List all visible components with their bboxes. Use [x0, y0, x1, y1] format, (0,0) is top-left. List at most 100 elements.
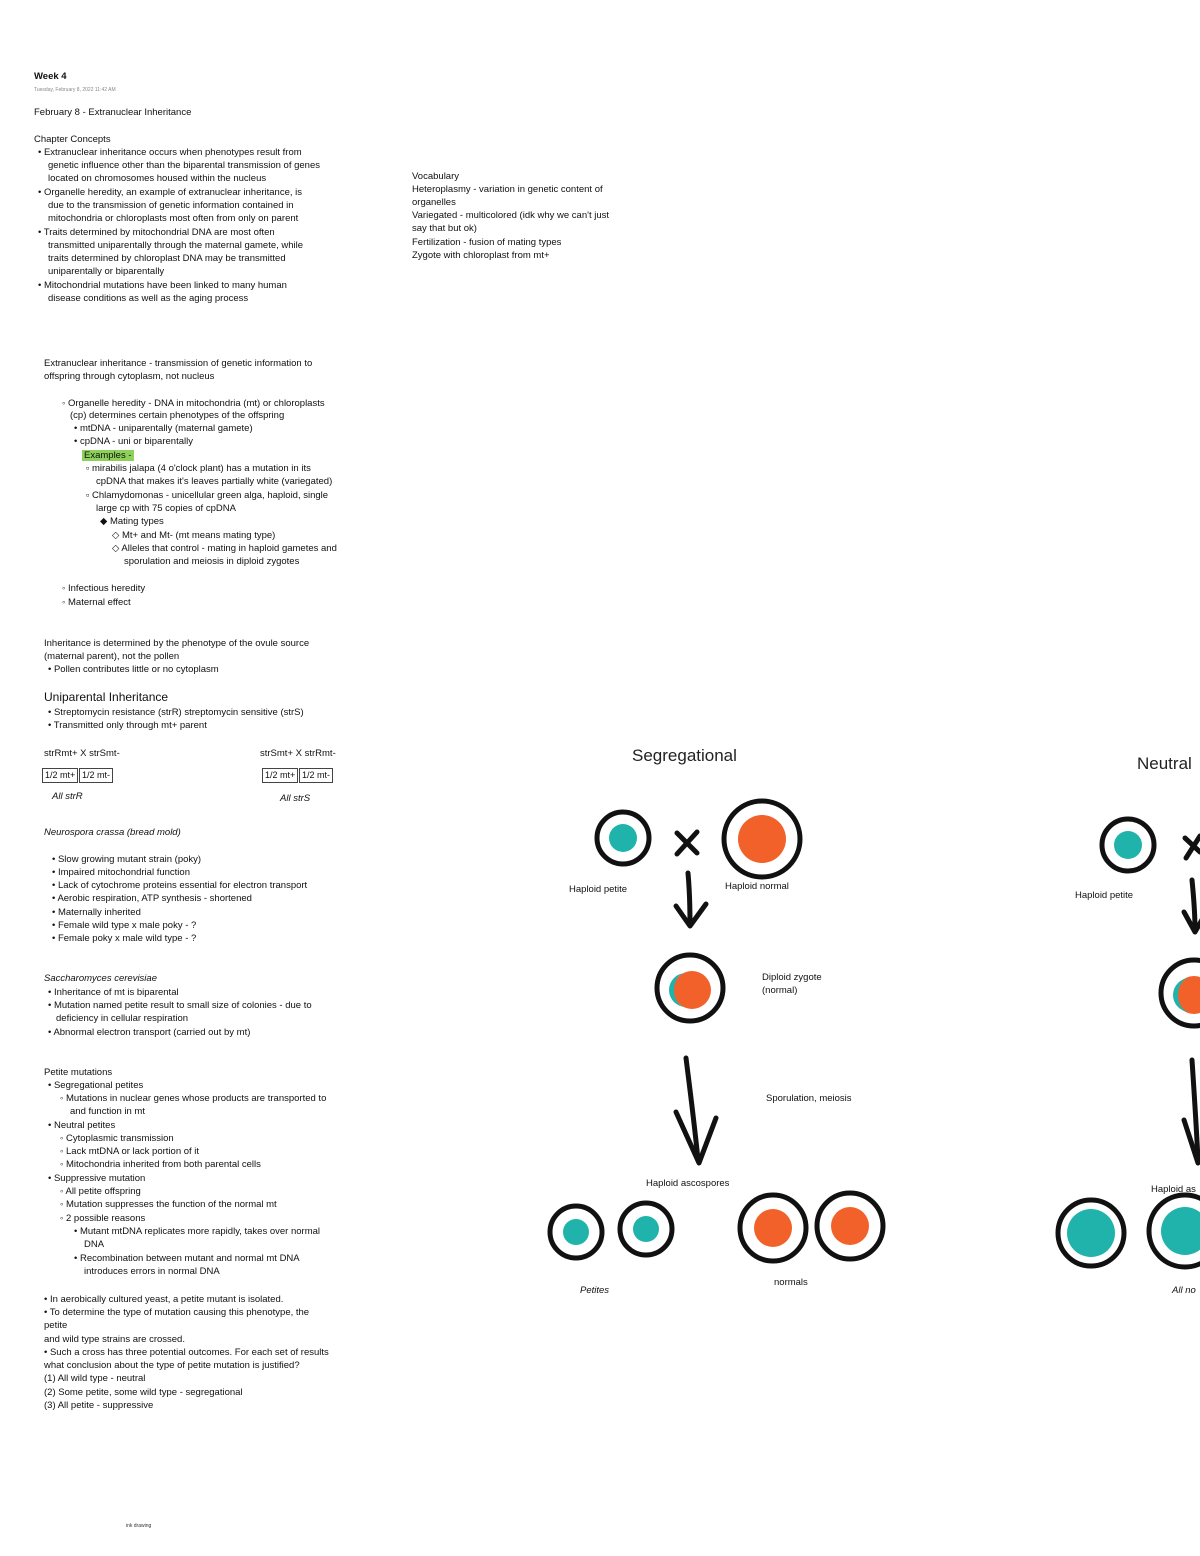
concepts-line: disease conditions as well as the aging … — [48, 293, 249, 304]
ovule-line: Inheritance is determined by the phenoty… — [44, 638, 310, 649]
saccharomyces-line: deficiency in cellular respiration — [56, 1013, 189, 1024]
concepts-line: mitochondria or chloroplasts most often … — [48, 213, 299, 224]
vocab-line: Variegated - multicolored (idk why we ca… — [412, 210, 609, 221]
concepts-line: due to the transmission of genetic infor… — [48, 200, 294, 211]
petite-line: • Neutral petites — [48, 1120, 116, 1131]
arrow-down-icon — [683, 1055, 701, 1163]
cross-result-1: All strR — [52, 791, 83, 802]
neutral-title: Neutral — [1137, 754, 1192, 773]
cross-result-2: All strS — [280, 793, 311, 804]
organelle-line: (cp) determines certain phenotypes of th… — [70, 410, 285, 421]
haploid-petite-cell — [1099, 816, 1157, 874]
uniparental-heading: Uniparental Inheritance — [44, 690, 169, 704]
uniparental-line: • Streptomycin resistance (strR) strepto… — [48, 707, 304, 718]
petite-line: ◦ Lack mtDNA or lack portion of it — [60, 1146, 200, 1157]
petite-line: and function in mt — [70, 1106, 145, 1117]
concepts-line: • Organelle heredity, an example of extr… — [38, 187, 303, 198]
neurospora-line: • Maternally inherited — [52, 907, 141, 918]
neurospora-line: • Female wild type x male poky - ? — [52, 920, 197, 931]
question-line: (2) Some petite, some wild type - segreg… — [44, 1387, 243, 1398]
heredity-type: ◦ Infectious heredity — [62, 583, 146, 594]
concepts-heading: Chapter Concepts — [34, 134, 111, 145]
concepts-line: • Extranuclear inheritance occurs when p… — [38, 147, 302, 158]
petite-line: • Segregational petites — [48, 1080, 144, 1091]
heredity-type: ◦ Maternal effect — [62, 597, 131, 608]
diploid-zygote-label: Diploid zygote — [762, 972, 822, 983]
uniparental-line: • Transmitted only through mt+ parent — [48, 720, 207, 731]
haploid-petite-label: Haploid petite — [1075, 890, 1134, 901]
punnett-cell: 1/2 mt- — [299, 768, 334, 783]
diploid-normal-label: (normal) — [762, 985, 798, 996]
ascospore-normal-cell — [1055, 1197, 1127, 1269]
vocab-line: say that but ok) — [412, 223, 477, 234]
petite-line: • Mutant mtDNA replicates more rapidly, … — [74, 1226, 321, 1237]
petite-line: ◦ 2 possible reasons — [60, 1213, 146, 1224]
all-normal-label: All no — [1172, 1285, 1196, 1296]
concepts-line: uniparentally or biparentally — [48, 266, 165, 277]
saccharomyces-line: • Mutation named petite result to small … — [48, 1000, 312, 1011]
neurospora-line: • Aerobic respiration, ATP synthesis - s… — [52, 893, 252, 904]
vocab-line: organelles — [412, 197, 456, 208]
neurospora-line: • Female poky x male wild type - ? — [52, 933, 197, 944]
petite-line: ◦ Mutation suppresses the function of th… — [60, 1199, 277, 1210]
diploid-zygote-cell — [654, 952, 726, 1024]
petite-line: DNA — [84, 1239, 105, 1250]
question-line: • To determine the type of mutation caus… — [44, 1307, 310, 1318]
concepts-line: genetic influence other than the biparen… — [48, 160, 320, 171]
concepts-line: transmitted uniparentally through the ma… — [48, 240, 304, 251]
vocab-heading: Vocabulary — [412, 171, 460, 182]
concepts-line: traits determined by chloroplast DNA may… — [48, 253, 286, 264]
haploid-petite-label: Haploid petite — [569, 884, 628, 895]
punnett-cell: 1/2 mt+ — [42, 768, 79, 783]
petite-line: • Recombination between mutant and norma… — [74, 1253, 300, 1264]
petite-line: • Suppressive mutation — [48, 1173, 146, 1184]
organelle-line: ◦ Organelle heredity - DNA in mitochondr… — [62, 398, 325, 409]
example-line: ▫ mirabilis jalapa (4 o'clock plant) has… — [86, 463, 311, 474]
example-line: cpDNA that makes it's leaves partially w… — [96, 476, 333, 487]
haploid-normal-cell — [721, 798, 803, 880]
examples-label: Examples - — [82, 450, 134, 461]
extranuclear-line: Extranuclear inheritance - transmission … — [44, 358, 313, 369]
organelle-line: • mtDNA - uniparentally (maternal gamete… — [74, 423, 253, 434]
saccharomyces-heading: Saccharomyces cerevisiae — [44, 973, 157, 984]
example-line: sporulation and meiosis in diploid zygot… — [124, 556, 300, 567]
saccharomyces-line: • Abnormal electron transport (carried o… — [48, 1027, 251, 1038]
concepts-line: located on chromosomes housed within the… — [48, 173, 267, 184]
example-line: ◆ Mating types — [100, 516, 164, 527]
segregational-title: Segregational — [632, 746, 737, 765]
petite-line: ◦ All petite offspring — [60, 1186, 141, 1197]
ascospore-normal-cell — [814, 1190, 886, 1262]
question-line: (3) All petite - suppressive — [44, 1400, 154, 1411]
cross-1: strRmt+ X strSmt- — [44, 748, 120, 759]
example-line: ▫ Chlamydomonas - unicellular green alga… — [86, 490, 329, 501]
question-line: petite — [44, 1320, 68, 1331]
ascospores-label: Haploid ascospores — [646, 1178, 730, 1189]
vocab-line: Heteroplasmy - variation in genetic cont… — [412, 184, 603, 195]
arrow-down-icon — [1189, 877, 1198, 933]
example-line: large cp with 75 copies of cpDNA — [96, 503, 236, 514]
diploid-zygote-cell — [1158, 957, 1200, 1029]
petite-heading: Petite mutations — [44, 1067, 113, 1078]
petite-line: ◦ Cytoplasmic transmission — [60, 1133, 174, 1144]
example-line: ◇ Alleles that control - mating in haplo… — [112, 543, 337, 554]
vocab-line: Zygote with chloroplast from mt+ — [412, 250, 550, 261]
ascospore-normal-cell — [1146, 1192, 1200, 1270]
cross-icon — [1182, 833, 1200, 861]
question-line: (1) All wild type - neutral — [44, 1373, 146, 1384]
question-line: • Such a cross has three potential outco… — [44, 1347, 329, 1358]
punnett-cell: 1/2 mt- — [79, 768, 114, 783]
neurospora-line: • Impaired mitochondrial function — [52, 867, 190, 878]
footer-note: ink drawing — [126, 1523, 152, 1529]
cross-2: strSmt+ X strRmt- — [260, 748, 336, 759]
concepts-line: • Traits determined by mitochondrial DNA… — [38, 227, 275, 238]
neurospora-line: • Lack of cytochrome proteins essential … — [52, 880, 308, 891]
organelle-line: • cpDNA - uni or biparentally — [74, 436, 193, 447]
ascospore-petite-cell — [547, 1203, 605, 1261]
haploid-normal-label: Haploid normal — [725, 881, 789, 892]
ascospores-label: Haploid as — [1151, 1184, 1196, 1195]
ovule-line: (maternal parent), not the pollen — [44, 651, 180, 662]
example-line: ◇ Mt+ and Mt- (mt means mating type) — [112, 530, 276, 541]
concepts-line: • Mitochondrial mutations have been link… — [38, 280, 287, 291]
normals-label: normals — [774, 1277, 808, 1288]
arrow-down-icon — [1189, 1057, 1200, 1163]
